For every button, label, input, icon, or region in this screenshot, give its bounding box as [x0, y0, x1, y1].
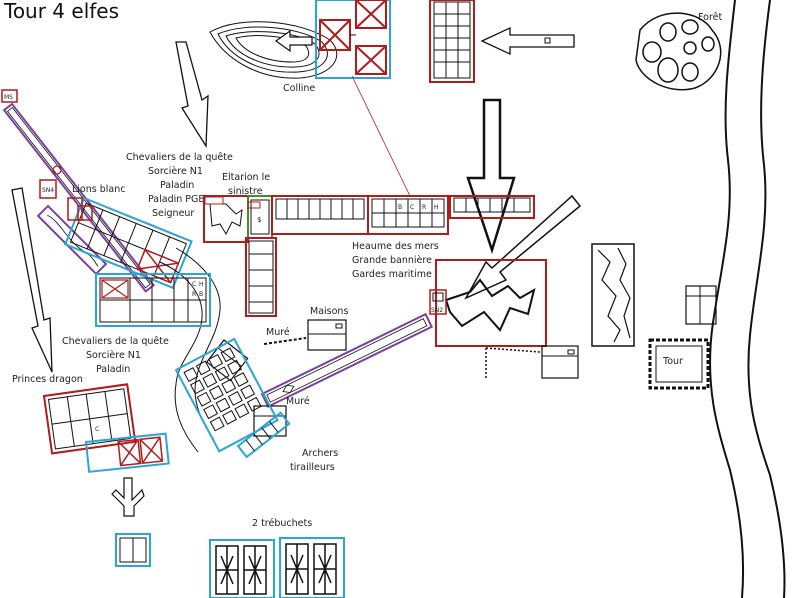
hill — [209, 21, 338, 79]
forest — [635, 12, 722, 91]
mure-label-2: Muré — [286, 396, 310, 407]
heaume-units: B C R H — [271, 195, 535, 235]
down-arrow-icon — [466, 98, 516, 255]
rock-formation — [591, 243, 635, 347]
long-arrow-top-icon — [175, 41, 209, 149]
svg-text:H: H — [199, 281, 204, 288]
princes-label: Princes dragon — [12, 374, 83, 385]
chevaliers-top-label: Chevaliers de la quête Sorcière N1 Palad… — [126, 152, 233, 219]
heaume-c-mark: C — [410, 204, 414, 211]
small-building-tower — [685, 285, 717, 325]
arrow-marker — [544, 37, 551, 44]
hill-label: Colline — [283, 83, 315, 94]
svg-text:Archers: Archers — [302, 448, 338, 459]
svg-text:Paladin PGB: Paladin PGB — [148, 194, 205, 205]
svg-text:Gardes maritime: Gardes maritime — [352, 269, 432, 280]
connector-line — [351, 75, 411, 197]
chevaliers-bottom-label: Chevaliers de la quête Sorcière N1 Palad… — [62, 336, 169, 375]
purple-long-unit-top — [2, 102, 156, 293]
purple-long-unit-mid — [260, 312, 434, 408]
purple-unit-lions — [36, 204, 108, 276]
lions-label: Lions blanc — [72, 184, 125, 195]
svg-text:C: C — [95, 426, 100, 434]
river — [709, 0, 786, 598]
forest-label: Forêt — [698, 12, 722, 23]
fortified-building: SN2 — [429, 259, 547, 347]
ms-unit: MS — [1, 89, 18, 103]
blue-unit-princes — [84, 432, 170, 473]
svg-text:Eltarion le: Eltarion le — [222, 172, 270, 183]
long-arrow-bottom-icon — [11, 187, 53, 373]
small-house-road — [205, 339, 249, 382]
svg-text:Sorcière N1: Sorcière N1 — [148, 166, 203, 177]
left-arrow-icon — [480, 26, 575, 56]
lions-markers — [52, 165, 93, 221]
svg-text:Paladin: Paladin — [160, 180, 194, 191]
ms-mark: MS — [4, 94, 13, 101]
svg-text:Heaume des mers: Heaume des mers — [352, 241, 439, 252]
svg-text:Paladin: Paladin — [96, 364, 130, 375]
maisons-house — [307, 319, 347, 351]
split-arrow-icon — [111, 477, 145, 517]
svg-text:sinistre: sinistre — [228, 186, 263, 197]
eltarion-unit: $ — [203, 195, 273, 243]
maisons-label: Maisons — [310, 306, 348, 317]
map-title: Tour 4 elfes — [3, 0, 119, 23]
tower — [648, 338, 710, 390]
svg-text:Chevaliers de la quête: Chevaliers de la quête — [126, 152, 233, 163]
wall-1 — [263, 337, 307, 345]
s-mark: $ — [257, 216, 261, 224]
svg-text:Chevaliers de la quête: Chevaliers de la quête — [62, 336, 169, 347]
sn4-mark: SN4 — [42, 187, 54, 194]
archers-label: Archers tirailleurs — [290, 448, 338, 473]
mure-label-1: Muré — [266, 327, 290, 338]
archers-unit — [236, 411, 291, 459]
top-right-grid-unit — [429, 0, 475, 83]
heaume-b-mark: B — [398, 204, 402, 211]
svg-text:tirailleurs: tirailleurs — [290, 462, 335, 473]
tower-label: Tour — [662, 356, 683, 367]
road — [159, 247, 221, 453]
blue-block-mid: C R H B — [95, 273, 211, 327]
svg-text:C: C — [192, 281, 196, 288]
sn2-mark: SN2 — [431, 307, 443, 314]
svg-text:B: B — [199, 291, 203, 298]
eltarion-label: Eltarion le sinistre — [222, 172, 270, 197]
trebuchet-2 — [279, 537, 345, 598]
svg-text:Grande bannière: Grande bannière — [352, 255, 432, 266]
heaume-label: Heaume des mers Grande bannière Gardes m… — [352, 241, 439, 280]
princes-dragon-unit: C — [42, 383, 137, 455]
heaume-r-mark: R — [422, 204, 426, 211]
small-house-right — [485, 345, 579, 379]
svg-text:Seigneur: Seigneur — [152, 208, 194, 219]
svg-text:R: R — [192, 291, 196, 298]
column-unit — [245, 237, 277, 317]
hill-arrow-icon — [274, 29, 313, 53]
trebuchets-label: 2 trébuchets — [252, 518, 312, 529]
lions-blanc-unit — [63, 196, 193, 290]
svg-text:Sorcière N1: Sorcière N1 — [86, 350, 141, 361]
heaume-h-mark: H — [434, 204, 439, 211]
small-blue-unit — [115, 533, 151, 567]
sn4-unit: SN4 — [39, 179, 57, 199]
trebuchet-1 — [209, 539, 275, 598]
blue-big-unit — [174, 337, 279, 453]
top-center-unit — [315, 0, 391, 79]
